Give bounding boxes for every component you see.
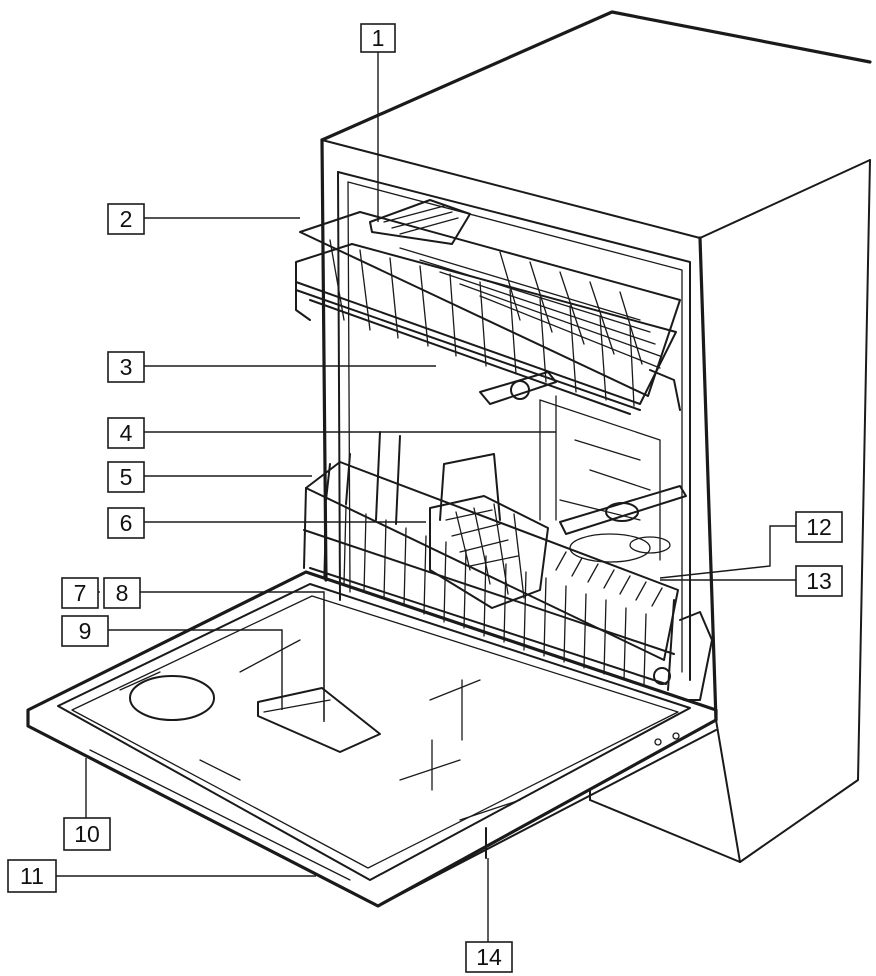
svg-text:5: 5 (120, 464, 133, 490)
callout-13: 13 (795, 565, 843, 597)
callout-2: 2 (107, 203, 145, 235)
lower-spray-arm (559, 485, 687, 563)
svg-text:7: 7 (74, 580, 87, 606)
svg-text:1: 1 (372, 25, 385, 51)
svg-text:12: 12 (806, 514, 832, 540)
svg-text:13: 13 (806, 568, 832, 594)
callout-10: 10 (63, 817, 111, 851)
cutlery-basket (429, 453, 549, 609)
svg-text:8: 8 (116, 580, 129, 606)
callout-5: 5 (107, 461, 145, 493)
upper-basket (295, 199, 681, 415)
svg-text:9: 9 (79, 618, 92, 644)
lower-basket (303, 431, 679, 691)
leader-lines (56, 48, 796, 942)
callout-1: 1 (360, 23, 396, 53)
callout-3: 3 (107, 351, 145, 383)
tub-opening (337, 171, 691, 681)
svg-text:11: 11 (20, 863, 44, 889)
svg-text:6: 6 (120, 510, 133, 536)
svg-text:14: 14 (476, 944, 502, 970)
cabinet (320, 10, 872, 863)
callout-6: 6 (107, 507, 145, 539)
svg-text:10: 10 (74, 821, 100, 847)
leader-12 (659, 525, 796, 579)
callout-12: 12 (795, 511, 843, 543)
upper-spray-arm (479, 371, 557, 521)
callout-9: 9 (61, 615, 109, 647)
door (26, 570, 718, 908)
svg-text:3: 3 (120, 354, 133, 380)
callout-11: 11 (7, 859, 57, 893)
callout-7: 7 (61, 577, 99, 609)
svg-text:2: 2 (120, 206, 133, 232)
callout-14: 14 (465, 941, 513, 973)
leader-8 (136, 591, 325, 722)
callout-8: 8 (103, 577, 141, 609)
callout-4: 4 (107, 417, 145, 449)
svg-text:4: 4 (120, 420, 133, 446)
leader-9 (108, 629, 283, 710)
